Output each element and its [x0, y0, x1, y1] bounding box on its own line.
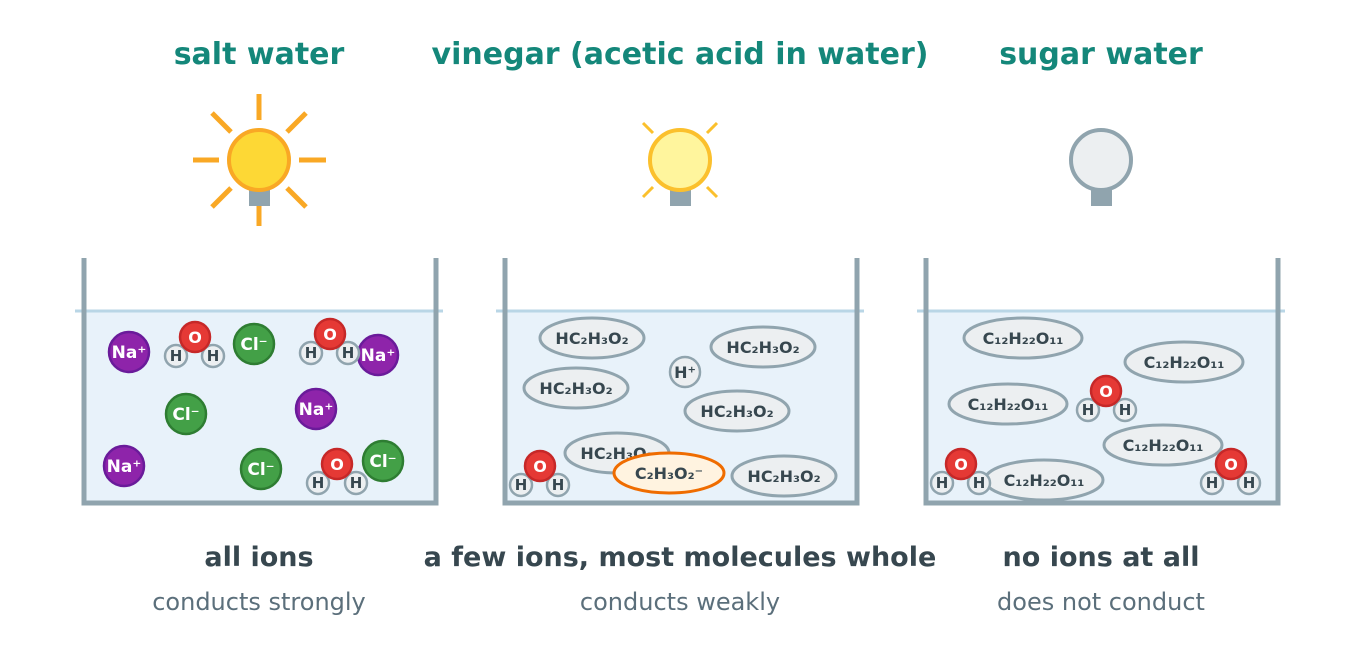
water-molecule: H H O: [1199, 447, 1262, 496]
sucrose-molecule: C₁₂H₂₂O₁₁: [962, 316, 1084, 360]
acetic-acid-molecule: HC₂H₃O₂: [683, 389, 791, 433]
svg-text:Cl⁻: Cl⁻: [240, 335, 267, 355]
panel-caption: all ions: [204, 542, 313, 573]
water-molecule: H H O: [929, 447, 992, 496]
svg-text:C₁₂H₂₂O₁₁: C₁₂H₂₂O₁₁: [1123, 436, 1204, 455]
svg-text:H: H: [342, 344, 355, 362]
svg-text:C₁₂H₂₂O₁₁: C₁₂H₂₂O₁₁: [1144, 353, 1225, 372]
panel-sugar-water: sugar water C₁₂H₂₂O₁₁ C₁₂H₂₂O₁₁ C₁₂H₂₂O₁…: [917, 37, 1285, 616]
svg-text:C₁₂H₂₂O₁₁: C₁₂H₂₂O₁₁: [968, 395, 1049, 414]
svg-text:H: H: [552, 476, 565, 494]
svg-text:Na⁺: Na⁺: [361, 346, 396, 366]
acetic-acid-molecule: HC₂H₃O₂: [730, 454, 838, 498]
sucrose-molecule: C₁₂H₂₂O₁₁: [1123, 340, 1245, 384]
acetate-ion: C₂H₃O₂⁻: [612, 451, 726, 495]
svg-text:Cl⁻: Cl⁻: [172, 405, 199, 425]
svg-text:H: H: [1243, 474, 1256, 492]
panel-title: salt water: [174, 37, 345, 72]
bright-bulb-icon: [193, 94, 326, 226]
dim-bulb-icon: [641, 121, 719, 206]
svg-text:H: H: [936, 474, 949, 492]
svg-text:H: H: [312, 474, 325, 492]
svg-text:H: H: [350, 474, 363, 492]
panel-vinegar: vinegar (acetic acid in water) HC₂H₃O₂ H…: [424, 37, 937, 616]
svg-text:H: H: [207, 347, 220, 365]
svg-text:H: H: [973, 474, 986, 492]
panel-subcaption: conducts weakly: [580, 588, 780, 616]
water-molecule: H H O: [305, 447, 369, 496]
sodium-ion: Na⁺: [294, 387, 338, 431]
svg-text:C₁₂H₂₂O₁₁: C₁₂H₂₂O₁₁: [983, 329, 1064, 348]
sodium-ion: Na⁺: [356, 333, 400, 377]
svg-text:Cl⁻: Cl⁻: [247, 460, 274, 480]
svg-text:C₂H₃O₂⁻: C₂H₃O₂⁻: [635, 464, 703, 483]
svg-text:HC₂H₃O₂: HC₂H₃O₂: [555, 329, 628, 348]
chloride-ion: Cl⁻: [239, 447, 283, 491]
water-molecule: H H O: [1075, 374, 1138, 423]
panel-caption: no ions at all: [1003, 542, 1200, 573]
acetic-acid-molecule: HC₂H₃O₂: [522, 366, 630, 410]
svg-text:O: O: [1224, 455, 1238, 474]
acetic-acid-molecule: HC₂H₃O₂: [709, 325, 817, 369]
panel-title: vinegar (acetic acid in water): [432, 37, 929, 72]
svg-text:Na⁺: Na⁺: [299, 400, 334, 420]
sucrose-molecule: C₁₂H₂₂O₁₁: [983, 458, 1105, 502]
svg-text:O: O: [954, 455, 968, 474]
svg-text:C₁₂H₂₂O₁₁: C₁₂H₂₂O₁₁: [1004, 471, 1085, 490]
off-bulb-icon: [1069, 128, 1133, 206]
svg-text:O: O: [1099, 382, 1113, 401]
svg-text:Cl⁻: Cl⁻: [369, 452, 396, 472]
panel-subcaption: does not conduct: [997, 588, 1205, 616]
sucrose-molecule: C₁₂H₂₂O₁₁: [947, 382, 1069, 426]
panel-salt-water: salt water Na⁺: [75, 37, 443, 616]
water-molecule: H H O: [508, 449, 571, 498]
svg-text:H: H: [1206, 474, 1219, 492]
svg-text:H: H: [170, 347, 183, 365]
panel-caption: a few ions, most molecules whole: [424, 542, 937, 573]
water-molecule: H H O: [163, 320, 226, 369]
panel-subcaption: conducts strongly: [152, 588, 366, 616]
water-molecule: H H O: [298, 317, 361, 366]
svg-text:Na⁺: Na⁺: [107, 457, 142, 477]
svg-text:H: H: [515, 476, 528, 494]
hydrogen-ion: H⁺: [668, 355, 702, 389]
svg-text:HC₂H₃O₂: HC₂H₃O₂: [747, 467, 820, 486]
svg-text:O: O: [330, 455, 344, 474]
panel-title: sugar water: [999, 37, 1203, 72]
svg-text:H: H: [305, 344, 318, 362]
sodium-ion: Na⁺: [107, 330, 151, 374]
svg-text:H⁺: H⁺: [674, 363, 696, 382]
svg-text:O: O: [533, 457, 547, 476]
svg-text:H: H: [1082, 401, 1095, 419]
chloride-ion: Cl⁻: [361, 439, 405, 483]
svg-text:Na⁺: Na⁺: [112, 343, 147, 363]
svg-text:HC₂H₃O₂: HC₂H₃O₂: [700, 402, 773, 421]
sucrose-molecule: C₁₂H₂₂O₁₁: [1102, 423, 1224, 467]
svg-text:HC₂H₃O₂: HC₂H₃O₂: [726, 338, 799, 357]
svg-text:O: O: [188, 328, 202, 347]
svg-text:HC₂H₃O₂: HC₂H₃O₂: [539, 379, 612, 398]
chloride-ion: Cl⁻: [232, 322, 276, 366]
acetic-acid-molecule: HC₂H₃O₂: [538, 316, 646, 360]
sodium-ion: Na⁺: [102, 444, 146, 488]
svg-text:O: O: [323, 325, 337, 344]
svg-text:H: H: [1119, 401, 1132, 419]
chloride-ion: Cl⁻: [164, 392, 208, 436]
